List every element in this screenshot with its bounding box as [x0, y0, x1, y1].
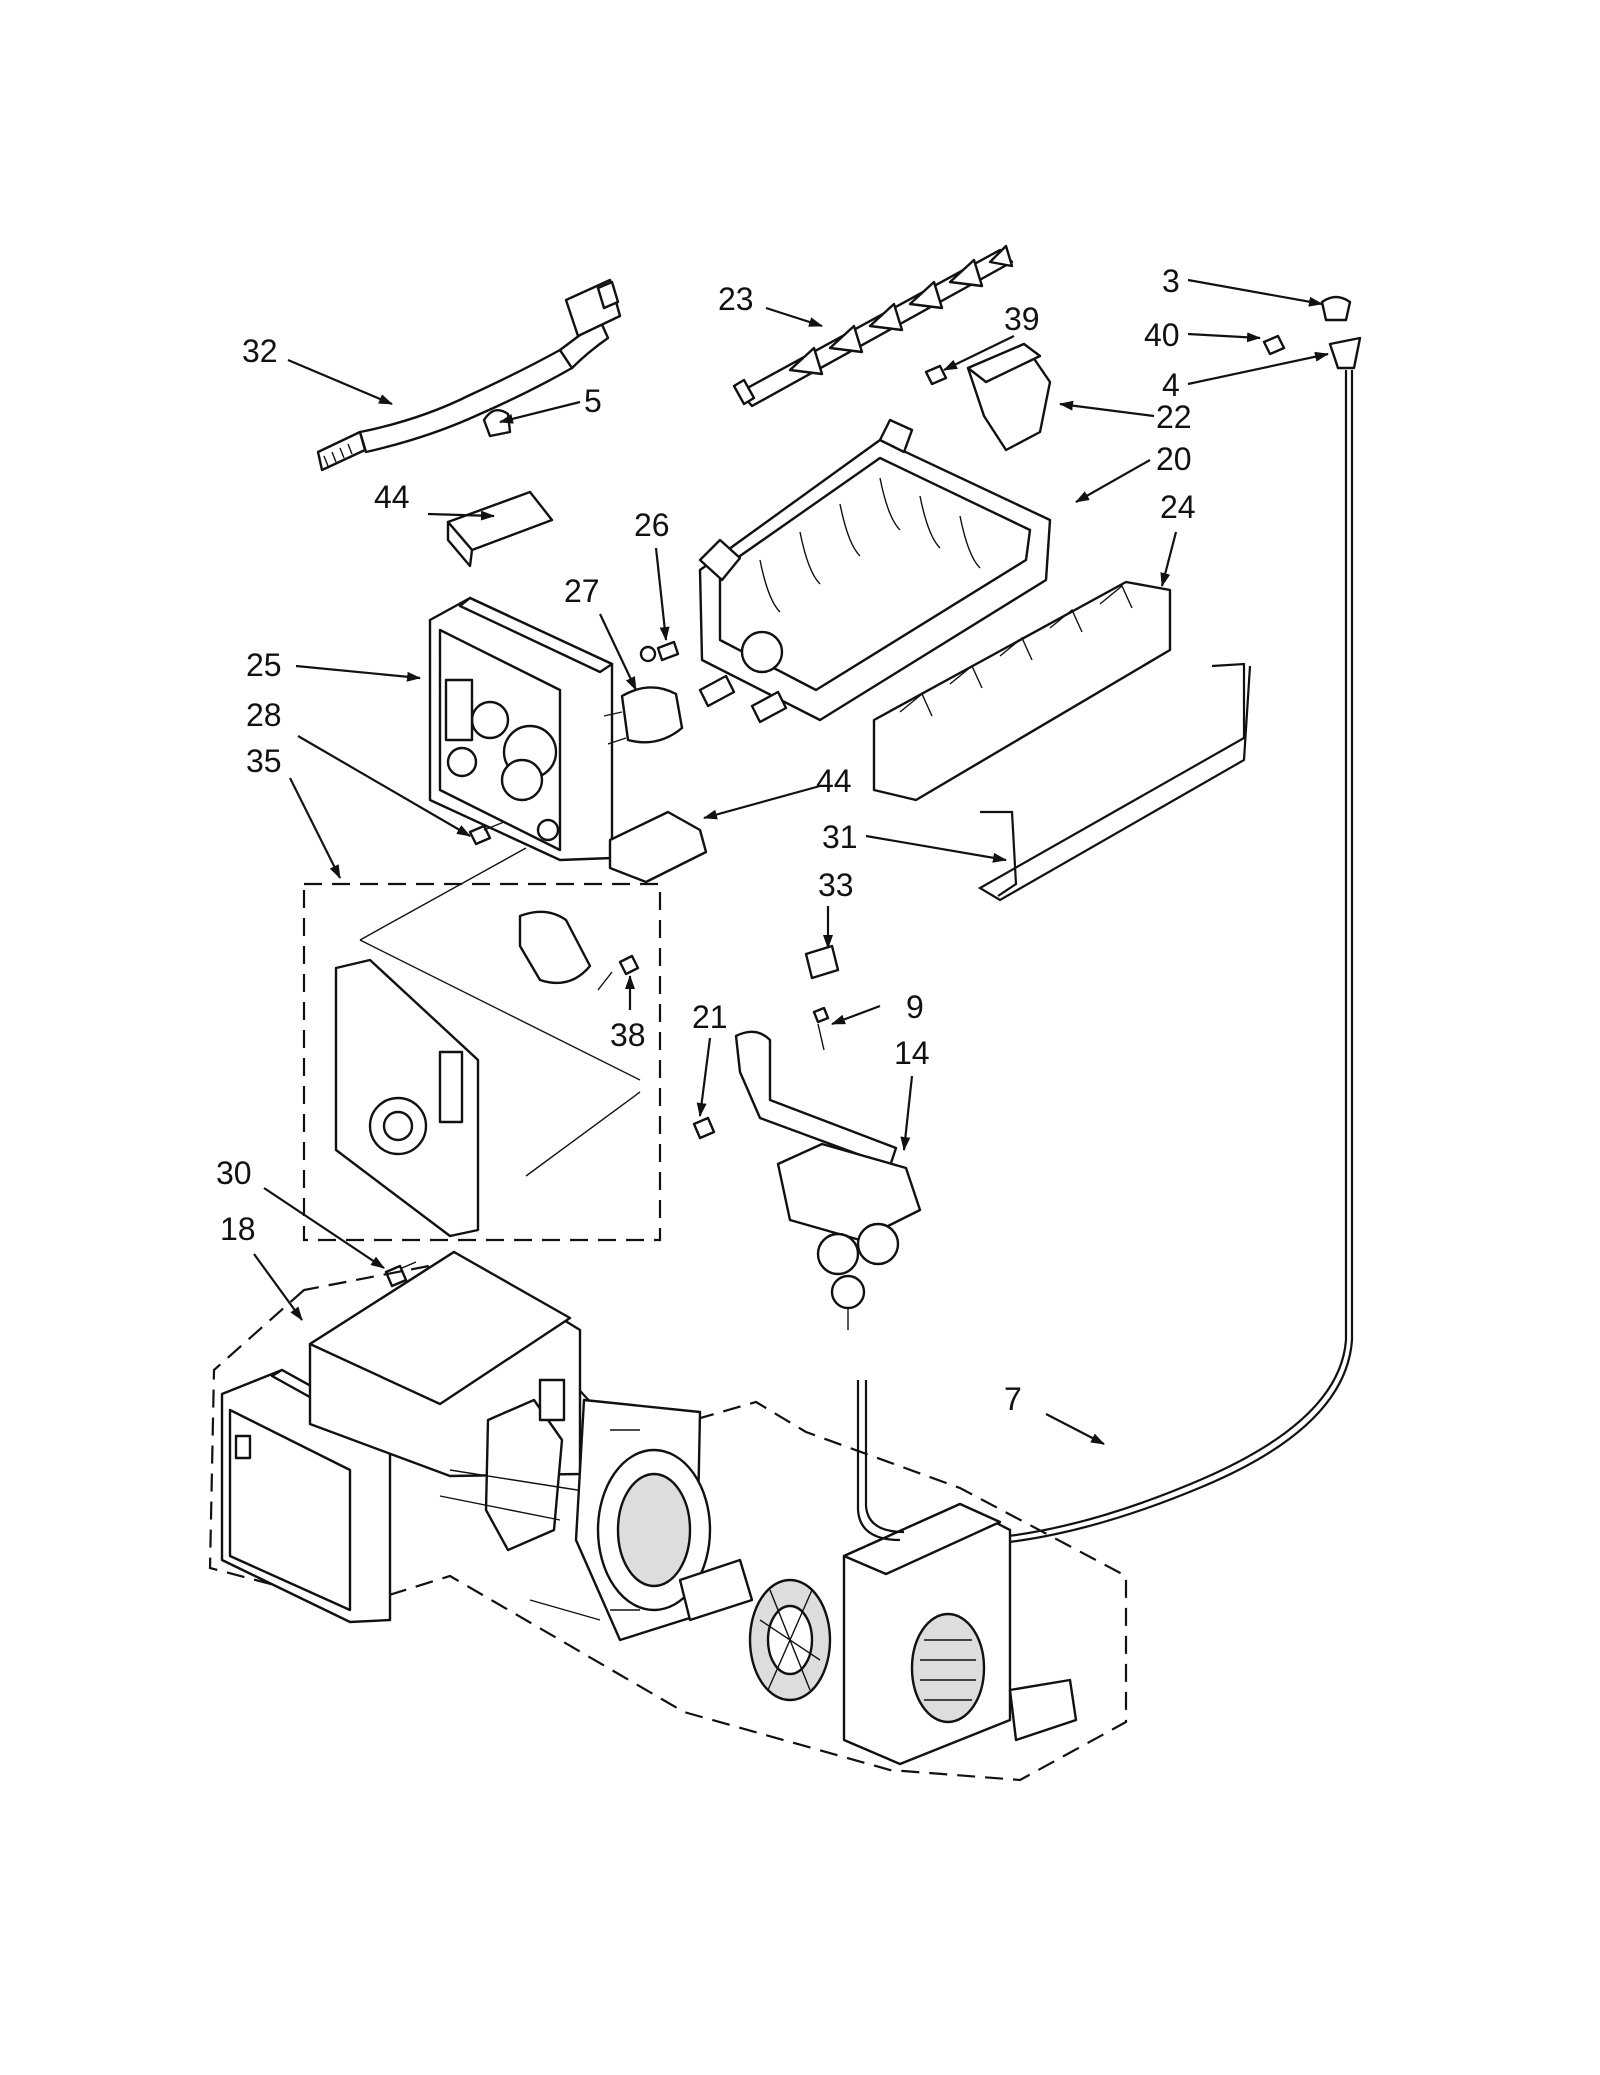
motor-assembly-box	[302, 847, 662, 1242]
ejector-part	[732, 244, 1014, 408]
bracket-lower-part	[608, 810, 708, 884]
leader-31	[865, 834, 1007, 863]
screw-39-part	[924, 364, 948, 386]
leader-20	[1075, 459, 1151, 503]
callout-9: 9	[906, 989, 924, 1025]
fill-tube-fitting-part	[1262, 295, 1362, 370]
ice-mold-part	[698, 418, 1052, 724]
leader-22	[1059, 400, 1155, 418]
callout-7: 7	[1004, 1381, 1022, 1417]
callout-27: 27	[564, 573, 600, 609]
callout-33: 33	[818, 867, 854, 903]
callout-44b: 44	[816, 763, 852, 799]
callout-4: 4	[1162, 367, 1180, 403]
leader-5	[499, 400, 581, 424]
leader-30	[263, 1187, 385, 1269]
callout-22: 22	[1156, 399, 1192, 435]
callout-18: 18	[220, 1211, 256, 1247]
shutoff-arm-part	[977, 662, 1252, 902]
callout-39: 39	[1004, 301, 1040, 337]
callout-25: 25	[246, 647, 282, 683]
leader-25	[295, 664, 421, 682]
leader-18	[253, 1253, 303, 1321]
callout-14: 14	[894, 1035, 930, 1071]
leader-39	[943, 335, 1015, 371]
callout-31: 31	[822, 819, 858, 855]
auger-motor-assembly-box	[208, 1250, 1128, 1782]
leader-35	[289, 777, 341, 879]
wire-harness-part	[316, 278, 622, 472]
leader-21	[696, 1037, 712, 1117]
leader-24	[1160, 531, 1178, 587]
leader-28	[297, 735, 471, 837]
leader-44b	[703, 784, 821, 820]
fill-tube-part	[949, 370, 1354, 1548]
callout-30: 30	[216, 1155, 252, 1191]
callout-32: 32	[242, 333, 278, 369]
callout-26: 26	[634, 507, 670, 543]
leader-40	[1187, 332, 1261, 343]
clip-26-part	[639, 640, 680, 663]
callout-labels: 3 40 4 23 39 32 5 22 20 24 44 26 27 25 2…	[216, 263, 1196, 1417]
callout-21: 21	[692, 999, 728, 1035]
callout-44a: 44	[374, 479, 410, 515]
leader-14	[900, 1075, 914, 1151]
leader-lines	[253, 278, 1329, 1445]
callout-28: 28	[246, 697, 282, 733]
leader-27	[599, 613, 637, 691]
callout-5: 5	[584, 383, 602, 419]
screw-21-part	[692, 1116, 716, 1140]
callout-40: 40	[1144, 317, 1180, 353]
leader-9	[831, 1004, 881, 1026]
water-valve-part	[734, 1030, 922, 1330]
callout-3: 3	[1162, 263, 1180, 299]
callout-38: 38	[610, 1017, 646, 1053]
callout-23: 23	[718, 281, 754, 317]
bracket-upper-part	[446, 490, 554, 568]
callout-35: 35	[246, 743, 282, 779]
leader-23	[765, 306, 823, 328]
leader-4	[1187, 351, 1329, 386]
leader-26	[654, 547, 670, 641]
leader-7	[1045, 1413, 1105, 1445]
leader-44a	[427, 510, 495, 521]
screw-38-part	[597, 954, 640, 991]
screw-9-part	[812, 1006, 830, 1051]
control-housing-part	[428, 596, 614, 862]
leader-32	[287, 358, 393, 406]
callout-24: 24	[1160, 489, 1196, 525]
bin-part	[966, 342, 1052, 452]
clip-part	[482, 408, 512, 438]
stripper-part	[872, 580, 1172, 802]
callout-20: 20	[1156, 441, 1192, 477]
motor-cover-part	[603, 686, 684, 745]
screw-28-part	[468, 821, 505, 846]
leader-3	[1187, 278, 1323, 307]
clip-33-part	[804, 944, 840, 980]
